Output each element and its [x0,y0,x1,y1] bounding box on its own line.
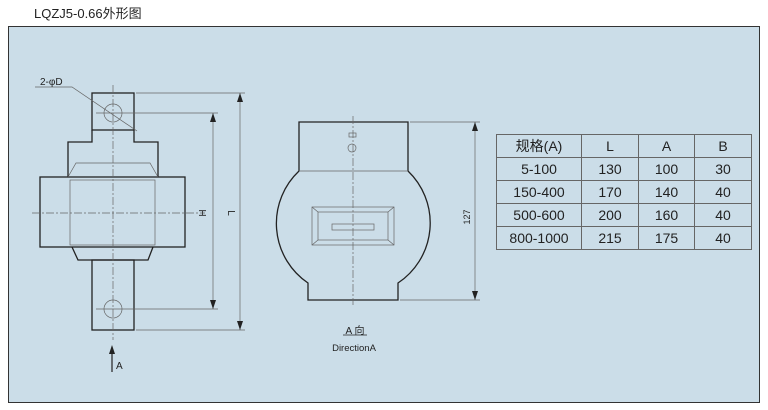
header-cell: 规格(A) [496,134,582,158]
view-label-en: DirectionA [332,343,376,354]
table-header-row: 规格(A) L A B [496,134,752,158]
cell: 130 [581,157,639,181]
drawing-title: LQZJ5-0.66外形图 [34,6,142,21]
cell: 200 [581,203,639,227]
cell: 215 [581,226,639,250]
cell: 800-1000 [496,226,582,250]
header-cell: B [694,134,752,158]
cell: 30 [694,157,752,181]
cell: 150-400 [496,180,582,204]
cell: 160 [638,203,695,227]
l-dimension-label: L [225,210,236,216]
direction-a-label: A [116,361,123,372]
cell: 40 [694,203,752,227]
cell: 40 [694,180,752,204]
cell: 40 [694,226,752,250]
cell: 100 [638,157,695,181]
cell: 175 [638,226,695,250]
header-cell: A [638,134,695,158]
h-dimension-label: H [196,209,207,216]
cell: 5-100 [496,157,582,181]
front-view [39,92,186,331]
side-view [275,121,431,301]
hole-label: 2-φD [40,77,63,88]
dim-127-label: 127 [462,209,472,224]
cell: 170 [581,180,639,204]
cell: 500-600 [496,203,582,227]
view-label-cn: A 向 [346,324,365,337]
cell: 140 [638,180,695,204]
header-cell: L [581,134,639,158]
